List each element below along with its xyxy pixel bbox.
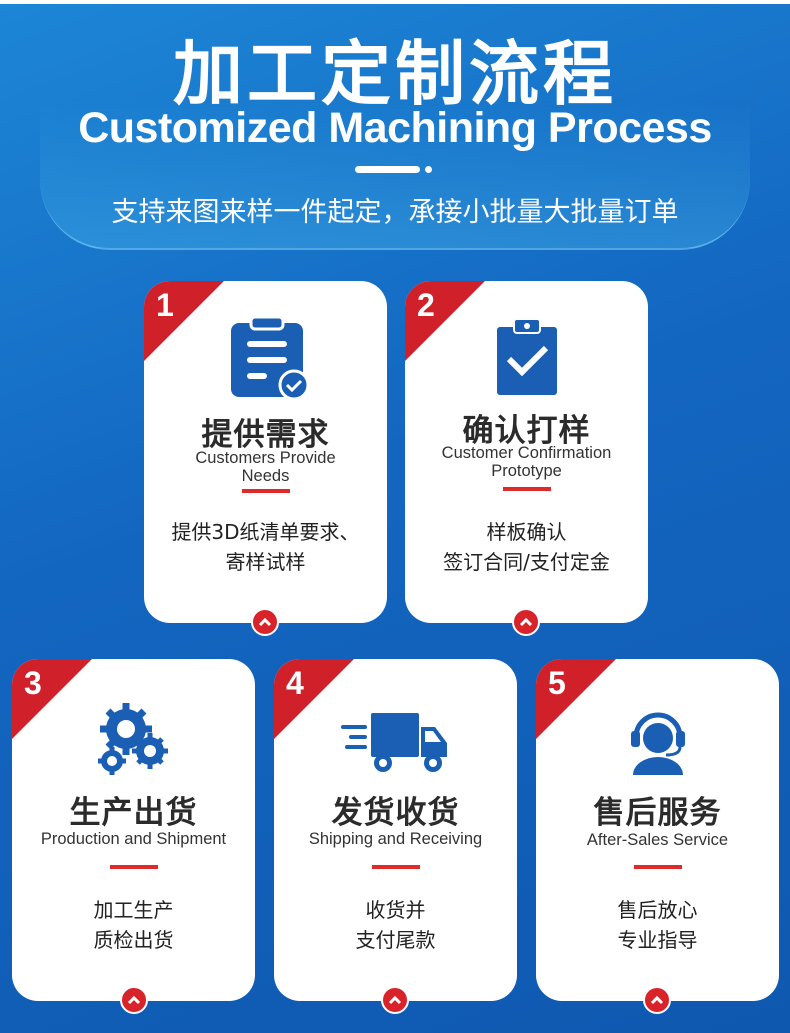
step-card-4: 4 发货收货 Shipping and Receiving 收货并支付尾款	[274, 659, 517, 1001]
desc-line: 签订合同/支付定金	[443, 550, 610, 574]
step-number: 4	[286, 665, 304, 701]
step-number: 1	[156, 287, 174, 323]
chevron-up-icon[interactable]	[120, 986, 148, 1014]
chevron-up-icon[interactable]	[643, 986, 671, 1014]
step-title-en: After-Sales Service	[586, 831, 729, 849]
page-subtitle: Customized Machining Process	[78, 104, 712, 152]
step-description: 加工生产质检出货	[12, 895, 255, 955]
step-title-en: Production and Shipment	[40, 830, 227, 848]
truck-icon	[274, 707, 517, 789]
headset-agent-icon	[536, 705, 779, 787]
desc-line: 加工生产	[93, 898, 174, 922]
step-card-2: 2 确认打样 Customer Confirmation Prototype 样…	[405, 281, 648, 623]
step-corner	[405, 281, 485, 361]
desc-line: 售后放心	[617, 898, 698, 922]
step-title-cn: 提供需求	[201, 417, 330, 453]
step-title-en: Shipping and Receiving	[308, 830, 483, 848]
title-divider-dot	[425, 166, 432, 173]
clipboard-tick-icon	[405, 317, 648, 399]
step-corner	[536, 659, 616, 739]
top-border	[0, 0, 790, 4]
step-corner	[12, 659, 92, 739]
step-corner	[144, 281, 224, 361]
gears-icon	[12, 699, 255, 781]
step-red-underline	[502, 487, 551, 491]
step-title-cn: 生产出货	[69, 795, 198, 831]
title-divider	[355, 166, 420, 173]
step-number: 5	[548, 665, 566, 701]
step-red-underline	[371, 865, 420, 869]
step-title-cn: 确认打样	[462, 413, 591, 449]
step-number: 3	[24, 665, 42, 701]
chevron-up-icon[interactable]	[512, 608, 540, 636]
chevron-up-icon[interactable]	[381, 986, 409, 1014]
step-red-underline	[109, 865, 158, 869]
step-card-5: 5 售后服务 After-Sales Service 售后放心专业指导	[536, 659, 779, 1001]
step-description: 提供3D纸清单要求、寄样试样	[144, 517, 387, 577]
page-title: 加工定制流程	[173, 33, 617, 115]
step-corner	[274, 659, 354, 739]
step-title-en: Customer Confirmation Prototype	[441, 444, 612, 480]
step-card-1: 1 提供需求 Customers Provide Needs 提供3D纸清单要求…	[144, 281, 387, 623]
desc-line: 寄样试样	[225, 550, 306, 574]
desc-line: 提供3D纸清单要求、	[171, 520, 360, 544]
header-panel	[40, 100, 750, 250]
step-description: 售后放心专业指导	[536, 895, 779, 955]
step-title-en: Customers Provide Needs	[195, 449, 336, 485]
clipboard-check-icon	[144, 317, 387, 399]
step-card-3: 3 生产出货 Production and Shipment 加工生产质检出货	[12, 659, 255, 1001]
tagline: 支持来图来样一件起定，承接小批量大批量订单	[111, 197, 679, 228]
desc-line: 质检出货	[93, 928, 174, 952]
desc-line: 收货并	[365, 898, 426, 922]
step-red-underline	[633, 865, 682, 869]
step-number: 2	[417, 287, 435, 323]
step-description: 样板确认签订合同/支付定金	[405, 517, 648, 577]
chevron-up-icon[interactable]	[251, 608, 279, 636]
step-red-underline	[241, 489, 290, 493]
step-title-cn: 发货收货	[331, 795, 460, 831]
step-description: 收货并支付尾款	[274, 895, 517, 955]
desc-line: 样板确认	[486, 520, 567, 544]
step-title-cn: 售后服务	[593, 795, 722, 831]
desc-line: 专业指导	[617, 928, 698, 952]
desc-line: 支付尾款	[355, 928, 436, 952]
